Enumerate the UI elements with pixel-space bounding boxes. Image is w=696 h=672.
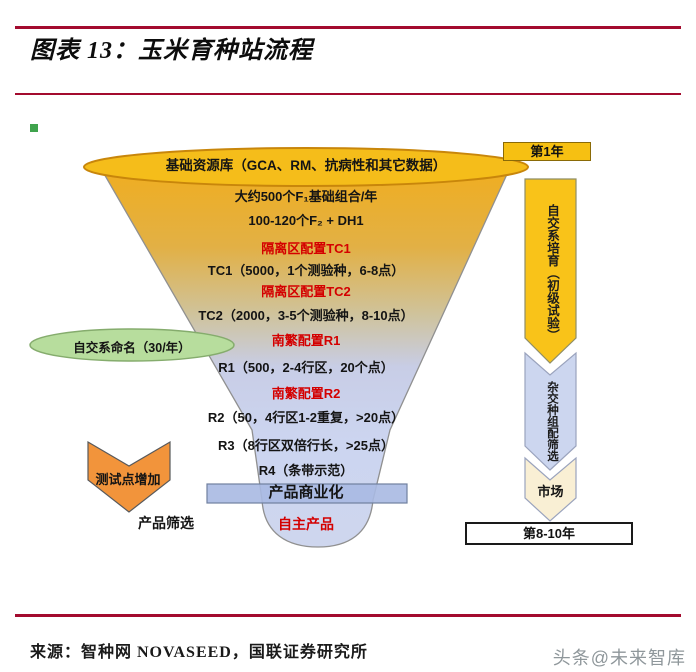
inbred-stage-arrow: [524, 178, 577, 364]
watermark-label: 头条@未来智库: [552, 648, 686, 668]
funnel-row-r3: R3（8行区双倍行长，>25点）: [218, 438, 394, 453]
resource-pool-ellipse: [83, 147, 529, 187]
product-screening-label: 产品筛选: [138, 515, 194, 531]
hybrid-stage-arrow: [524, 351, 577, 471]
inbred-naming-ellipse: [29, 328, 235, 362]
commercialization-label: 产品商业化: [268, 484, 344, 501]
funnel-row-f1: 大约500个F₁基础组合/年: [234, 189, 378, 204]
year-1-box: 第1年: [503, 142, 591, 161]
funnel-row-r1-config: 南繁配置R1: [271, 333, 341, 348]
market-stage-arrow: [524, 456, 577, 522]
inbred-stage-label: 自交系培育（初级试验）: [545, 204, 559, 342]
top-rule: [15, 26, 681, 29]
market-stage-label: 市场: [537, 484, 564, 499]
own-product-label: 自主产品: [278, 516, 334, 532]
funnel-row-r2-config: 南繁配置R2: [271, 386, 341, 401]
footer-rule: [15, 614, 681, 617]
funnel-row-tc2: TC2（2000，3-5个测验种，8-10点）: [198, 308, 414, 323]
commercialization-bar: [206, 483, 408, 504]
funnel-row-r4: R4（条带示范）: [258, 463, 354, 478]
test-points-label: 测试点增加: [95, 472, 161, 487]
funnel-body: [101, 171, 510, 548]
funnel-row-f2-dh1: 100-120个F₂ + DH1: [248, 213, 364, 228]
funnel-header-label: 基础资源库（GCA、RM、抗病性和其它数据）: [165, 158, 447, 173]
funnel-row-r1: R1（500，2-4行区，20个点）: [218, 360, 394, 375]
green-marker-square: [30, 124, 38, 132]
title-underline-rule: [15, 93, 681, 95]
funnel-row-tc2-config: 隔离区配置TC2: [261, 284, 351, 299]
funnel-row-tc1-config: 隔离区配置TC1: [261, 241, 351, 256]
source-line: 来源：智种网 NOVASEED，国联证券研究所: [30, 644, 368, 661]
funnel-row-r2: R2（50，4行区1-2重复，>20点）: [207, 410, 405, 425]
figure-title: 图表 13：玉米育种站流程: [30, 38, 313, 64]
test-points-chevron: [87, 440, 171, 513]
funnel-row-tc1: TC1（5000，1个测验种，6-8点）: [207, 263, 405, 278]
year-8-10-box: 第8-10年: [465, 522, 633, 545]
inbred-naming-label: 自交系命名（30/年）: [73, 341, 191, 355]
hybrid-stage-label: 杂交种组配筛选: [546, 380, 558, 462]
